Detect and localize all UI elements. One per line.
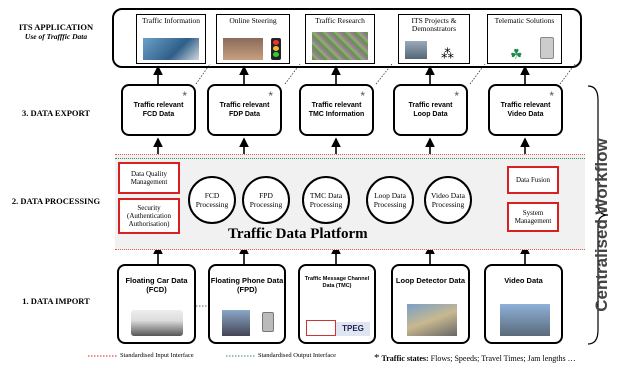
security-box: Security (Authentication Authorisation) (118, 198, 180, 234)
import-video-data: Video Data (484, 264, 563, 344)
car-image (131, 310, 183, 336)
import-floating-car-data: Floating Car Data (FCD) (117, 264, 196, 344)
legend-star: * (374, 352, 380, 364)
row-label-export: 3. DATA EXPORT (21, 108, 91, 118)
platform-title: Traffic Data Platform (228, 226, 368, 242)
project-image (405, 41, 427, 59)
phone-icon (540, 37, 554, 59)
row-label-application: ITS APPLICATION Use of Trafffic Data (18, 22, 94, 41)
network-icon: ⁂ (441, 47, 454, 62)
tmc-logo (306, 320, 336, 336)
online-steering-image (223, 38, 263, 60)
data-fusion-box: Data Fusion (507, 166, 559, 194)
legend-traffic-states: * Traffic states: Flows; Speeds; Travel … (374, 352, 576, 364)
app-traffic-research: Traffic Research (305, 14, 375, 64)
legend-output-interface: Standardised Output Interface (258, 352, 336, 359)
loop-processing-circle: Loop Data Processing (366, 176, 414, 224)
mobile-phone-icon (262, 312, 274, 332)
fpd-processing-circle: FPD Processing (242, 176, 290, 224)
phone-user-image (222, 310, 250, 336)
tmc-processing-circle: TMC Data Processing (302, 176, 350, 224)
import-loop-detector-data: Loop Detector Data (391, 264, 470, 344)
legend-input-interface: Standardised Input Interface (120, 352, 194, 359)
its-application-container (112, 8, 582, 68)
app-its-projects: ITS Projects & Demonstrators ⁂ (398, 14, 470, 64)
import-floating-phone-data: Floating Phone Data (FPD) (208, 264, 286, 344)
video-processing-circle: Video Data Processing (424, 176, 472, 224)
app-online-steering: Online Steering (216, 14, 290, 64)
app-traffic-information: Traffic Information (136, 14, 206, 64)
traffic-research-map (312, 32, 368, 60)
traffic-information-image (143, 38, 199, 60)
fcd-processing-circle: FCD Processing (188, 176, 236, 224)
traffic-light-icon (271, 38, 281, 60)
import-tmc-data: Traffic Message Channel Data (TMC) TPEG (298, 264, 376, 344)
telematic-network-icon: ☘ (510, 47, 523, 63)
row-label-import: 1. DATA IMPORT (22, 296, 90, 306)
system-management-box: System Management (507, 202, 559, 232)
data-quality-management-box: Data Quality Management (118, 162, 180, 194)
row-label-processing: 2. DATA PROCESSING (11, 196, 101, 206)
app-telematic-solutions: Telematic Solutions ☘ (487, 14, 562, 64)
road-image (407, 304, 457, 336)
centralised-workflow-label: Centralised Workflow (592, 138, 611, 312)
tpeg-logo: TPEG (336, 322, 370, 336)
camera-image (500, 304, 550, 336)
